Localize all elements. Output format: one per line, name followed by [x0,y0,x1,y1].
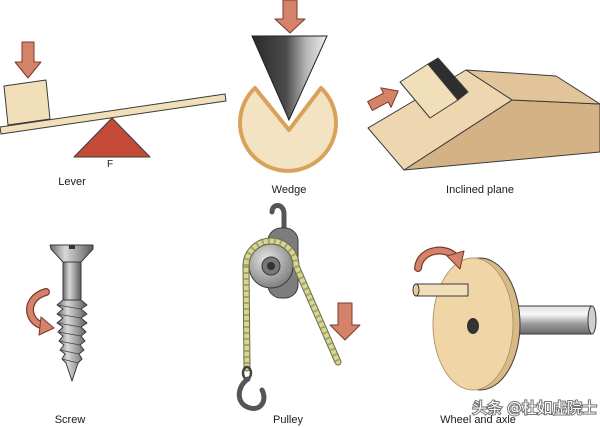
screw-group: Screw [26,244,94,426]
pulley-pull-arrow-icon [329,302,361,341]
lever-beam [0,93,227,135]
wheel-rotate-arrow-icon [414,246,465,272]
lever-fulcrum [73,117,151,158]
pulley-load-hook [236,376,267,411]
pulley-group: Pulley [236,203,361,426]
axle-end-cap [587,305,597,335]
screw-shank [62,261,82,303]
pulley-top-hook [269,203,287,235]
wedge-down-arrow-icon [274,0,306,34]
watermark-text: 头条 @杜如虚院士 [472,399,597,417]
screw-thread-lines [56,304,82,364]
lever-label: Lever [58,176,86,188]
wedge-blade [251,35,328,122]
screw-slot [69,245,75,249]
wheel-center-hole [467,318,479,334]
fulcrum-letter: F [107,159,113,170]
wedge-label: Wedge [272,184,307,196]
screw-thread [56,299,88,382]
screw-rotate-arrow-icon [26,288,55,336]
wheel-handle-rod-end [412,283,420,297]
ramp-box-top [427,57,469,101]
screw-label: Screw [55,414,86,426]
pulley-rope [242,237,342,372]
pulley-axle-pin [267,262,275,270]
inclined-plane-group: Inclined plane [367,57,600,196]
wheel-and-axle-label: Wheel and axle [440,414,516,426]
lever-down-arrow-icon [14,41,42,79]
pulley-label: Pulley [273,414,303,426]
wedge-split-disc [238,86,338,173]
wheel-and-axle-group: Wheel and axle [412,246,597,426]
lever-load-box [3,79,51,126]
ramp-push-arrow-icon [367,87,399,111]
wedge-group: Wedge [238,0,338,196]
wheel-handle-rod [415,283,469,297]
inclined-plane-label: Inclined plane [446,184,514,196]
lever-group: F Lever [0,41,227,188]
